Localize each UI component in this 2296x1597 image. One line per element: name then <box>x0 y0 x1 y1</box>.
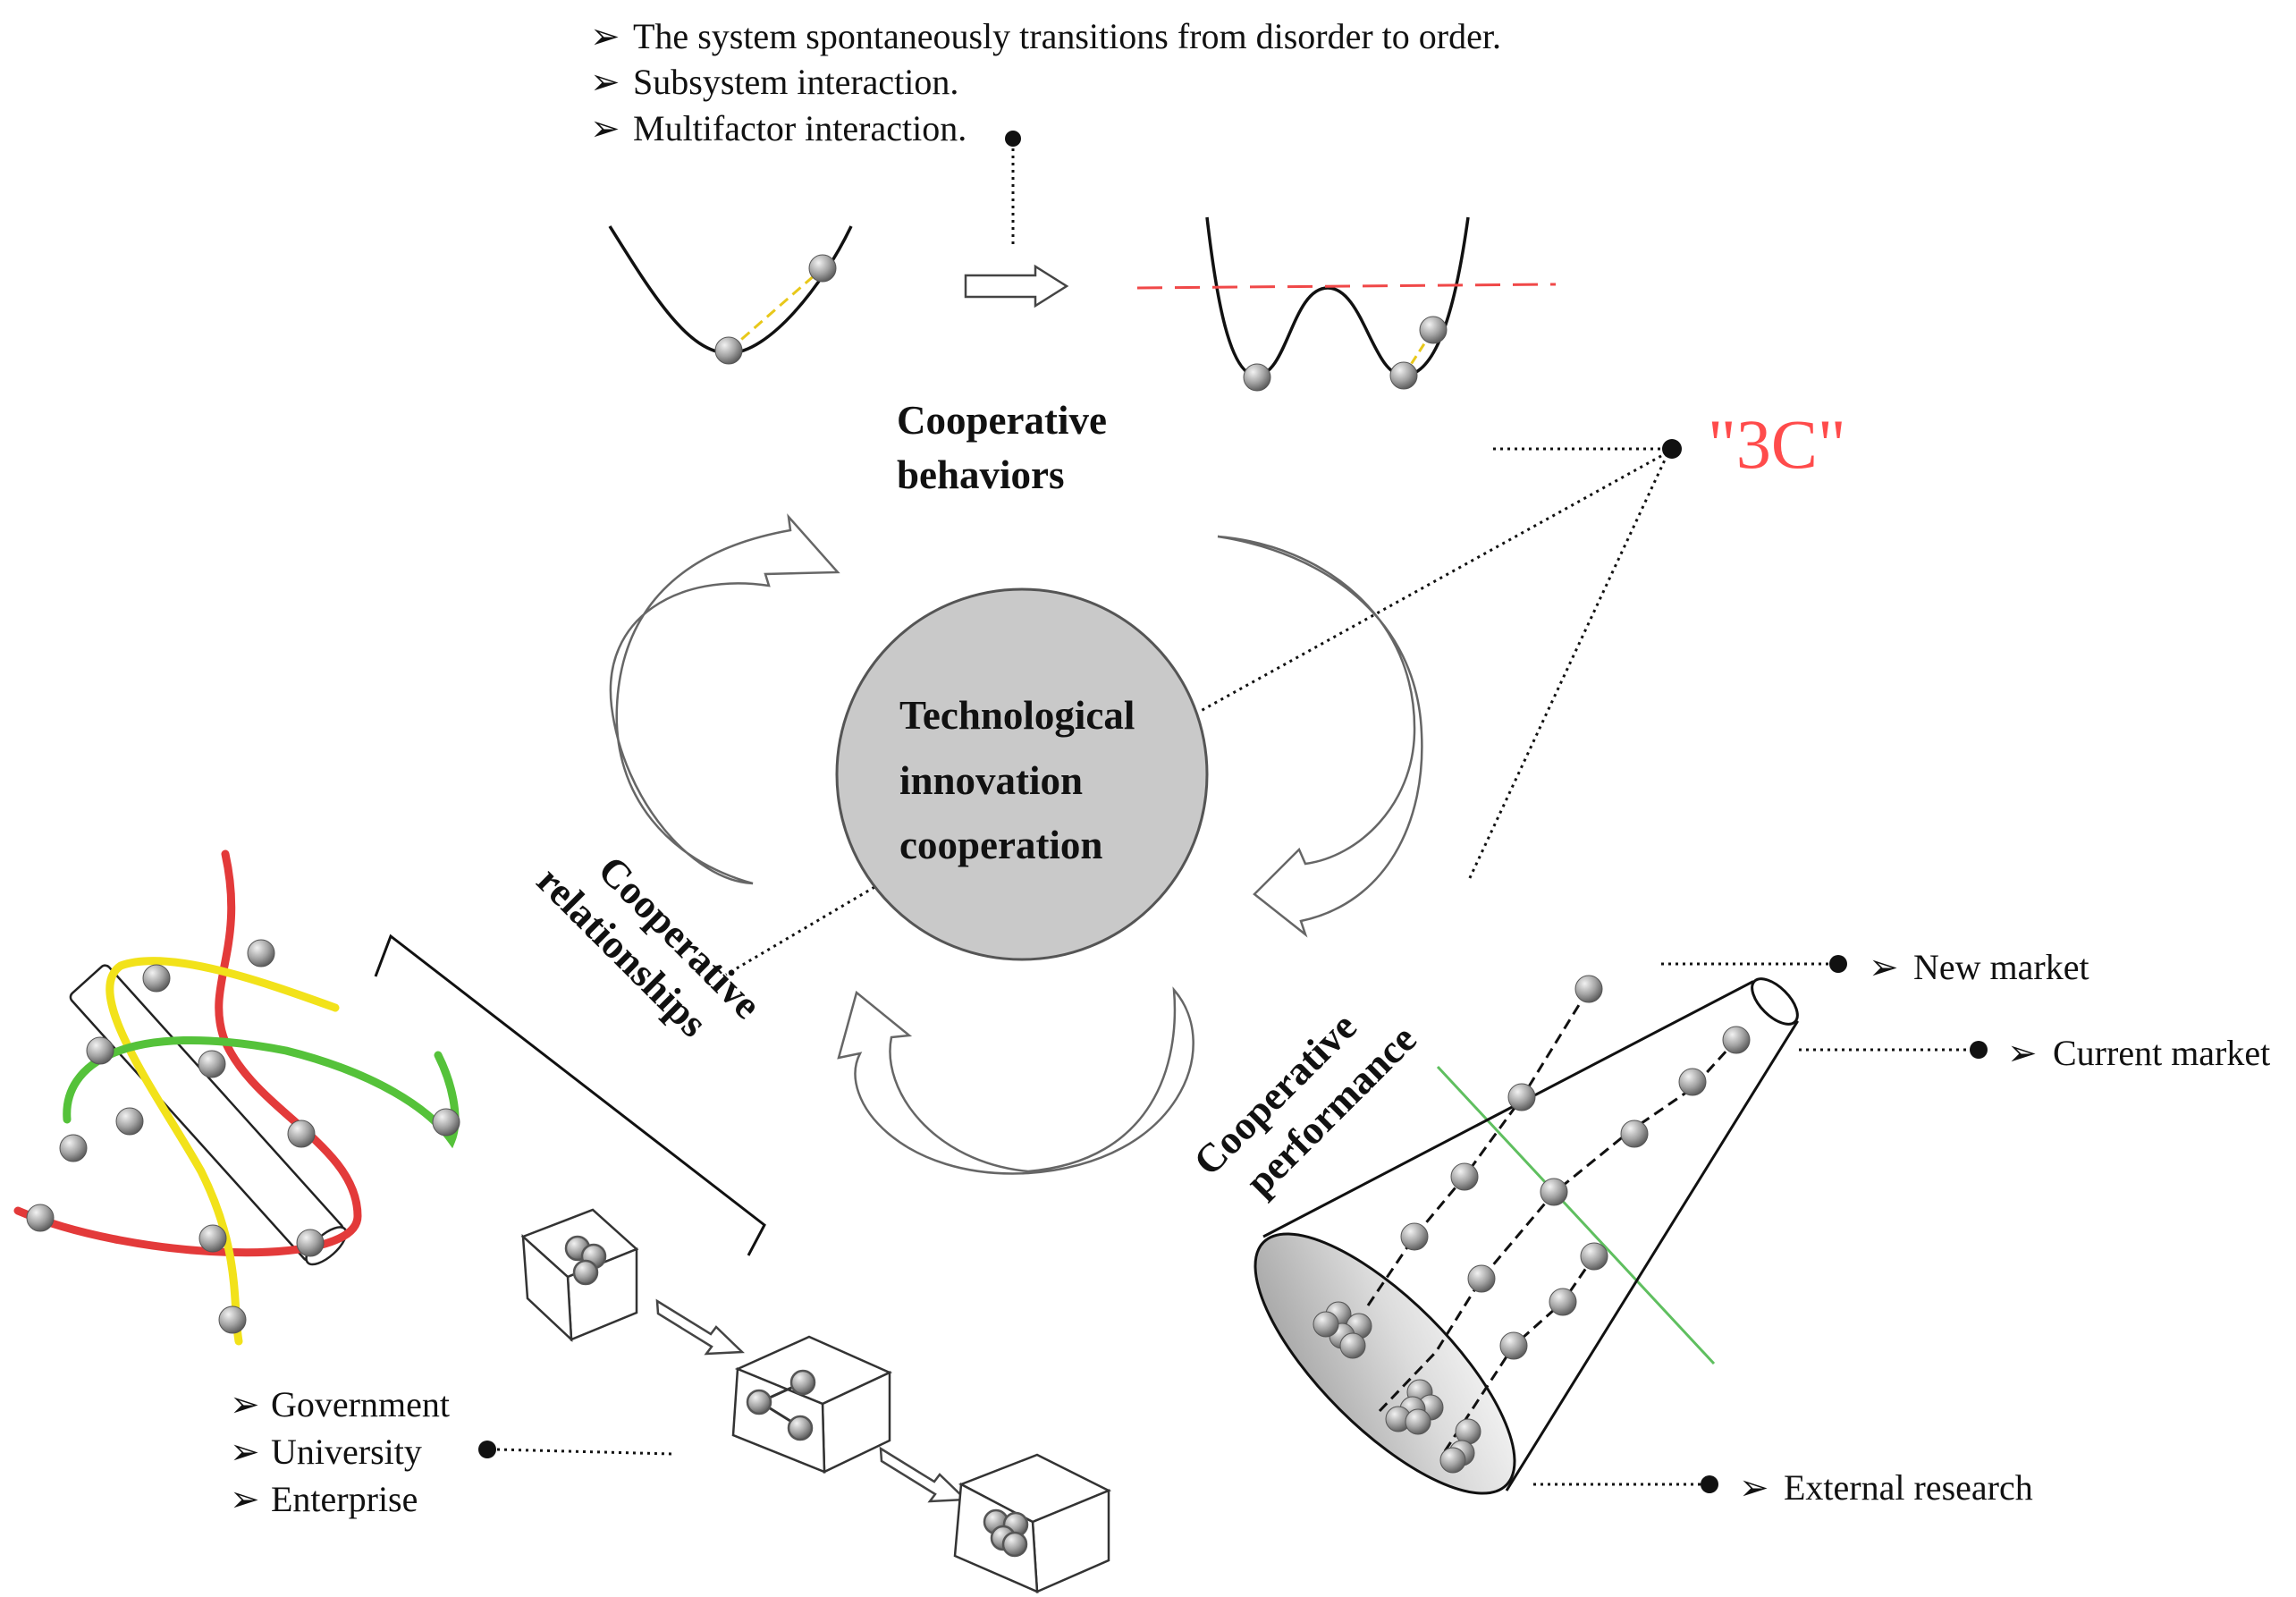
cooperative-behaviors-label-1: Cooperative <box>897 398 1107 443</box>
central-circle-shape <box>835 587 1209 961</box>
single-well-icon <box>608 225 853 365</box>
green-axis-line <box>1436 1065 1716 1365</box>
bullet-arrow-icon: ➢ <box>230 1384 260 1424</box>
bullet-arrow-icon: ➢ <box>230 1479 260 1519</box>
bullet-arrow-icon: ➢ <box>590 62 620 102</box>
three-c-label: "3C" <box>1708 405 1846 483</box>
cube-icon-1 <box>520 1208 639 1343</box>
header-bullet-text: The system spontaneously transitions fro… <box>633 16 1501 56</box>
actor-enterprise: Enterprise <box>271 1479 418 1519</box>
cube-icon-3 <box>953 1453 1112 1593</box>
cone-tip <box>1751 977 1799 1026</box>
center-line-3: cooperation <box>899 823 1102 867</box>
bullet-arrow-icon: ➢ <box>2007 1033 2038 1073</box>
bullet-arrow-icon: ➢ <box>1869 947 1899 987</box>
cooperative-performance-label: Cooperative performance <box>1185 1004 1424 1204</box>
actors-list: ➢ Government ➢ University ➢ Enterprise <box>230 1384 673 1519</box>
connector-dot <box>1662 439 1682 459</box>
market-current: Current market <box>2053 1033 2270 1073</box>
header-bullets: ➢ The system spontaneously transitions f… <box>590 16 1501 249</box>
center-line-2: innovation <box>899 758 1083 803</box>
central-circle: Technological innovation cooperation <box>835 587 1209 961</box>
market-external: External research <box>1784 1467 2033 1508</box>
cone-balls <box>1313 975 1751 1474</box>
header-bullet-text: Subsystem interaction. <box>633 62 958 102</box>
header-bullet-2: ➢ Subsystem interaction. <box>590 62 958 102</box>
connector-line <box>496 1448 673 1456</box>
three-c-group: "3C" <box>725 405 1846 976</box>
cycle-arrow-right <box>1217 535 1423 938</box>
connector-dot <box>1829 955 1847 973</box>
double-well-icon <box>1136 216 1557 392</box>
cube-sequence <box>520 1208 1112 1593</box>
header-bullet-3: ➢ Multifactor interaction. <box>590 108 967 148</box>
cone-mouth <box>1254 1232 1516 1495</box>
bullet-arrow-icon: ➢ <box>230 1432 260 1472</box>
connector-dot <box>1701 1475 1718 1493</box>
cone-illustration <box>1254 975 1799 1495</box>
helix-balls <box>26 939 460 1334</box>
bullet-arrow-icon: ➢ <box>590 108 620 148</box>
header-bullet-1: ➢ The system spontaneously transitions f… <box>590 16 1501 56</box>
cycle-arrows <box>609 513 1423 1175</box>
cycle-arrow-left <box>609 513 840 885</box>
cycle-arrow-bottom <box>837 986 1194 1175</box>
market-new: New market <box>1913 947 2089 987</box>
connector-dot <box>1970 1041 1988 1059</box>
market-labels: ➢ New market ➢ Current market ➢ External… <box>1533 947 2270 1508</box>
relationships-bracket <box>374 934 766 1256</box>
three-c-connectors <box>725 447 1669 976</box>
actor-government: Government <box>271 1384 450 1424</box>
cooperative-behaviors-label-2: behaviors <box>897 452 1065 497</box>
transition-arrow-icon <box>964 264 1069 308</box>
header-bullet-text: Multifactor interaction. <box>633 108 967 148</box>
actor-university: University <box>271 1432 422 1472</box>
connector-dot <box>478 1441 496 1458</box>
bullet-arrow-icon: ➢ <box>1739 1467 1769 1508</box>
helix-illustration <box>13 849 460 1346</box>
cooperative-relationships-label: Cooperative relationships <box>528 847 770 1045</box>
center-line-1: Technological <box>899 693 1135 738</box>
bullet-arrow-icon: ➢ <box>590 16 620 56</box>
connector-dot <box>1005 131 1021 147</box>
cube-icon-2 <box>731 1335 893 1474</box>
